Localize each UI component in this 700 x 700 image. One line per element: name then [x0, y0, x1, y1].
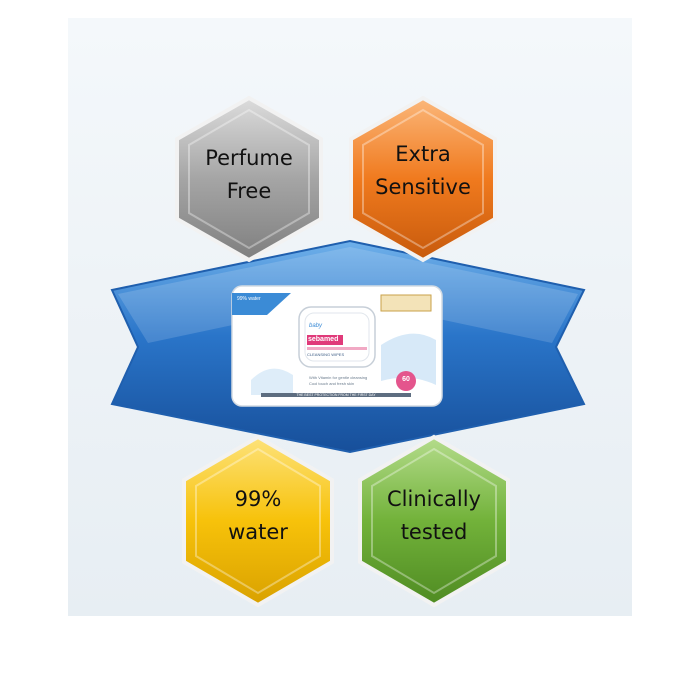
product-wipes-pack: 99% water baby sebamed CLEANSING WIPES W…	[231, 285, 443, 407]
hex-label-line2: water	[228, 520, 288, 544]
hex-label-line1: Extra	[395, 142, 451, 166]
pack-brand: sebamed	[308, 336, 339, 343]
pack-product-name: CLEANSING WIPES	[307, 352, 345, 357]
pack-tagline: THE BEST PROTECTION FROM THE FIRST DAY	[296, 393, 376, 397]
pack-badge: 99% water	[237, 296, 261, 302]
hex-99-water: 99% water	[169, 431, 347, 609]
hex-label-line2: Free	[226, 179, 272, 203]
pack-bullet-2: Cool touch and fresh skin	[309, 381, 355, 386]
pack-bullet-1: With Vitamin for gentle cleansing	[309, 375, 368, 380]
pack-graphic	[231, 285, 443, 407]
hex-label-line1: Clinically	[387, 487, 481, 511]
hex-clinically-tested: Clinically tested	[345, 431, 523, 609]
hex-label-line1: 99%	[234, 487, 282, 511]
hex-label-line1: Perfume	[205, 146, 293, 170]
pack-count: 60	[402, 376, 410, 383]
hex-extra-sensitive: Extra Sensitive	[337, 92, 509, 264]
hex-label-line2: Sensitive	[375, 175, 471, 199]
hex-perfume-free: Perfume Free	[163, 92, 335, 264]
hex-label-line2: tested	[400, 520, 468, 544]
pack-brand-small: baby	[309, 323, 323, 329]
